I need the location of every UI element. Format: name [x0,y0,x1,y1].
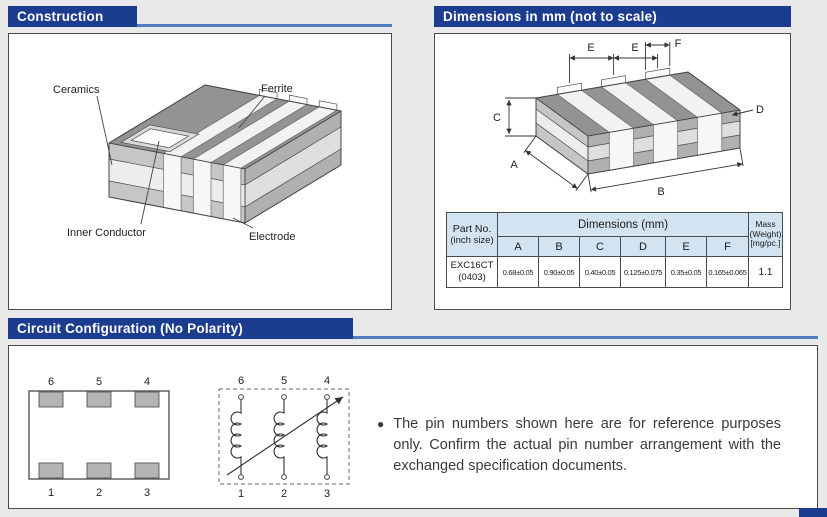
label-inner-conductor: Inner Conductor [67,227,146,239]
dimensions-panel: C A B D E E F Part No. (inch size) Dimen… [434,33,791,310]
cell-part-no: EXC16CT (0403) [446,256,498,288]
cell-dim-f: 0.165±0.065 [706,256,749,288]
sch-pin-3: 3 [324,488,330,500]
circuit-header-underline [8,336,818,339]
top-terminal-pads [259,88,338,111]
label-ferrite: Ferrite [261,83,293,95]
dimensions-header: Dimensions in mm (not to scale) [434,6,791,27]
table-header-part-no: Part No. (inch size) [446,212,498,257]
note-text: The pin numbers shown here are for refer… [393,416,781,475]
construction-diagram: Ceramics Ferrite Inner Conductor Electro… [53,83,342,243]
dimensions-diagram: C A B D E E F [493,38,764,198]
land-pin-5: 5 [96,376,102,388]
cell-dim-c: 0.40±0.05 [579,256,621,288]
construction-header: Construction [8,6,392,27]
dim-label-f: F [675,38,682,50]
dim-label-a: A [510,159,518,171]
sch-pin-5: 5 [281,375,287,387]
table-col-f: F [706,236,749,257]
table-col-b: B [538,236,580,257]
cell-dim-a: 0.68±0.05 [497,256,539,288]
table-col-c: C [579,236,621,257]
pin-number-note: ● The pin numbers shown here are for ref… [377,414,781,477]
sch-pin-1: 1 [238,488,244,500]
sch-pin-2: 2 [281,488,287,500]
label-electrode: Electrode [249,231,295,243]
cell-dim-e: 0.35±0.05 [665,256,707,288]
label-ceramics: Ceramics [53,84,100,96]
table-column-row: A B C D E F [447,236,783,257]
dimensions-header-bar: Dimensions in mm (not to scale) [434,6,791,27]
construction-header-underline [8,24,392,27]
construction-header-bar: Construction [8,6,137,27]
construction-title: Construction [17,9,104,24]
circuit-title: Circuit Configuration (No Polarity) [17,321,243,336]
land-pin-6: 6 [48,376,54,388]
inner-conductor-cutaway [120,124,200,152]
land-pin-4: 4 [144,376,150,388]
terminal-dots [238,394,330,480]
dimensions-title: Dimensions in mm (not to scale) [443,9,657,24]
cell-mass: 1.1 [748,256,783,288]
bullet-icon: ● [377,417,385,431]
land-pin-3: 3 [144,487,150,499]
dim-label-c: C [493,112,501,124]
land-pattern: 6 5 4 1 2 3 [28,376,170,499]
table-header-mass: Mass (Weight) [mg/pc.] [748,212,783,257]
dim-label-e2: E [631,42,638,54]
sch-pin-6: 6 [238,375,244,387]
circuit-diagram: 6 5 4 1 2 3 6 [28,375,350,500]
dim-label-e1: E [587,42,594,54]
table-col-d: D [620,236,666,257]
dim-label-b: B [657,186,664,198]
land-pin-1: 1 [48,487,54,499]
page-footer-mark [799,508,827,517]
table-col-a: A [497,236,539,257]
land-pads [38,391,160,479]
table-col-e: E [665,236,707,257]
inductor-wires [230,397,329,477]
circuit-header: Circuit Configuration (No Polarity) [8,318,818,339]
sch-pin-4: 4 [324,375,330,387]
cell-dim-d: 0.125±0.075 [620,256,666,288]
table-header-dimensions: Dimensions (mm) [497,212,749,237]
dim-top-terminal-pads [556,67,671,95]
dimension-lines [505,42,754,193]
circuit-panel: 6 5 4 1 2 3 6 [8,345,818,509]
variable-arrow [226,396,344,476]
cell-dim-b: 0.90±0.05 [538,256,580,288]
land-pin-2: 2 [96,487,102,499]
electrode-bands-top [162,95,338,169]
chip-outline [108,84,342,224]
schematic: 6 5 4 1 2 3 [218,375,350,500]
circuit-header-bar: Circuit Configuration (No Polarity) [8,318,353,339]
construction-panel: Ceramics Ferrite Inner Conductor Electro… [8,33,392,310]
table-row: EXC16CT (0403) 0.68±0.05 0.90±0.05 0.40±… [446,256,783,288]
construction-leader-lines [96,95,266,229]
dimensions-table: Part No. (inch size) Dimensions (mm) Mas… [446,212,783,288]
dim-label-d: D [756,104,764,116]
